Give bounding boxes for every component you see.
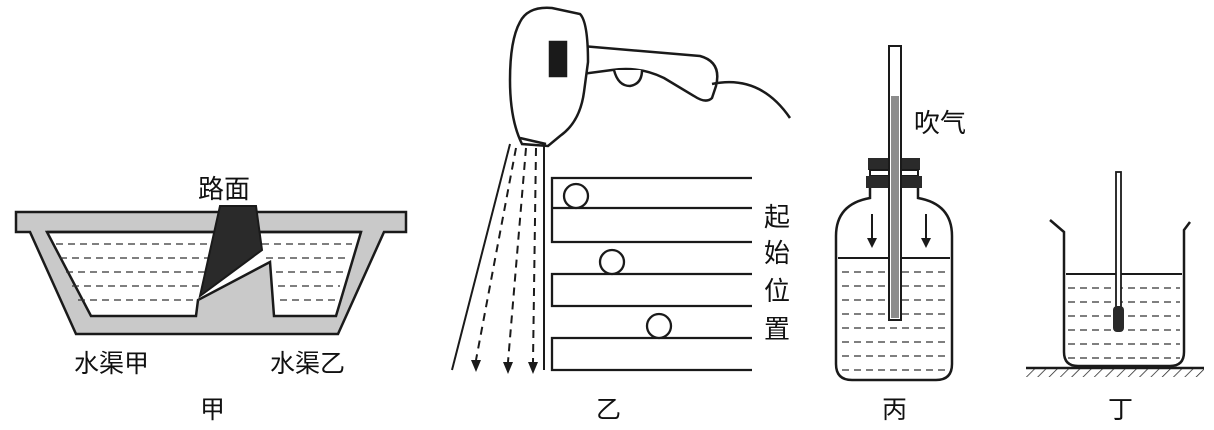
panel-bing: 吹气 丙 bbox=[834, 45, 966, 424]
ball-3 bbox=[645, 312, 673, 340]
blow-label: 吹气 bbox=[914, 109, 966, 139]
channel-b-label: 水渠乙 bbox=[270, 349, 345, 378]
panel-jia: 路面 水渠甲 水渠乙 甲 bbox=[14, 175, 408, 424]
blow-tube-liquid bbox=[891, 96, 899, 318]
beaker-water bbox=[1068, 287, 1180, 359]
air-stream bbox=[451, 143, 545, 371]
road-label: 路面 bbox=[198, 175, 250, 205]
panel-ding: 丁 bbox=[1026, 171, 1204, 424]
water-channel-a bbox=[56, 243, 214, 301]
start-label-3: 位 bbox=[764, 277, 790, 307]
caption-jia: 甲 bbox=[200, 395, 225, 424]
start-label-2: 始 bbox=[764, 239, 790, 269]
water-channel-b bbox=[262, 243, 352, 301]
thermometer-bulb bbox=[1113, 306, 1124, 332]
channel-bank bbox=[14, 210, 408, 336]
caption-ding: 丁 bbox=[1108, 395, 1133, 424]
ground-hatch bbox=[1026, 368, 1204, 377]
ball-1 bbox=[562, 182, 590, 210]
caption-bing: 丙 bbox=[882, 395, 907, 424]
jar-water bbox=[842, 271, 946, 371]
channel-a-label: 水渠甲 bbox=[74, 349, 149, 378]
road-block bbox=[198, 205, 264, 299]
start-label-1: 起 bbox=[764, 203, 790, 233]
thermometer-stem bbox=[1115, 171, 1122, 309]
dryer-handle bbox=[580, 44, 719, 102]
air-arrows bbox=[871, 214, 927, 240]
hair-dryer bbox=[508, 6, 792, 148]
ball-2 bbox=[598, 248, 626, 276]
caption-yi: 乙 bbox=[596, 395, 621, 424]
dryer-switch bbox=[548, 40, 568, 78]
shelves bbox=[550, 176, 752, 372]
dryer-nozzle-ring bbox=[519, 136, 547, 146]
dryer-cord bbox=[711, 80, 792, 119]
start-label-4: 置 bbox=[764, 315, 790, 345]
panel-yi: 起 始 位 置 乙 bbox=[451, 6, 792, 424]
dryer-trigger bbox=[612, 69, 644, 88]
